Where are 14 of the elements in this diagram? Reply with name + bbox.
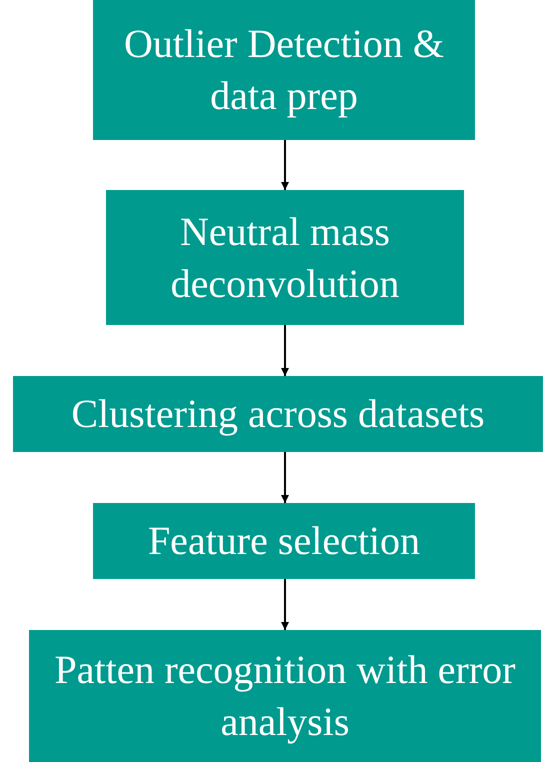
process-box <box>106 190 464 325</box>
arrow <box>281 452 289 503</box>
step-label: Neutral mass deconvolution <box>170 208 400 308</box>
step-label: Clustering across datasets <box>71 390 485 438</box>
process-box <box>13 376 543 452</box>
arrow <box>281 325 289 376</box>
process-box <box>93 503 475 579</box>
process-box <box>29 630 541 762</box>
step-label: Outlier Detection & data prep <box>123 20 445 120</box>
step-label: Feature selection <box>148 517 420 565</box>
arrow <box>281 140 289 190</box>
step-label: Patten recognition with error analysis <box>54 646 516 746</box>
process-box <box>93 0 475 140</box>
arrow <box>281 579 289 630</box>
